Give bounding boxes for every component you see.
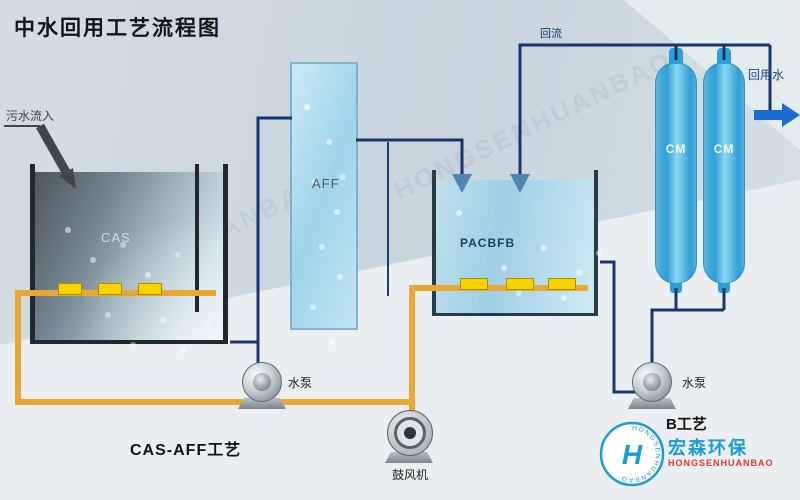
logo-name-cn: 宏森环保 — [668, 438, 748, 458]
water-pump-right — [628, 362, 676, 409]
pump-right-label: 水泵 — [682, 376, 707, 390]
pump-hub — [643, 373, 661, 391]
cm-column-top-cap — [717, 48, 731, 64]
bubbles — [65, 227, 71, 233]
water-pump-left — [238, 362, 286, 409]
reflux-label: 回流 — [540, 28, 562, 40]
reuse-water-label: 回用水 — [748, 68, 785, 82]
air-diffuser — [548, 278, 576, 290]
aff-filter-column: AFF — [290, 62, 358, 330]
cm-membrane-column-1: CM — [655, 48, 697, 293]
logo-ring — [599, 421, 665, 487]
bubbles — [304, 104, 310, 110]
cm-column-label: CM — [665, 142, 687, 156]
pump-hub — [253, 373, 271, 391]
process-caption-left: CAS-AFF工艺 — [130, 442, 242, 459]
inflow-label: 污水流入 — [6, 109, 55, 123]
logo-name-en: HONGSENHUANBAO — [668, 458, 774, 468]
cas-tank-label: CAS — [101, 230, 131, 245]
page-title: 中水回用工艺流程图 — [14, 17, 221, 40]
air-diffuser — [460, 278, 488, 290]
blower-base — [385, 452, 433, 463]
air-diffuser — [138, 283, 162, 295]
logo-badge: HONGSENHUANBAO H — [599, 421, 665, 487]
pump-body — [632, 362, 672, 402]
company-logo: HONGSENHUANBAO H — [598, 420, 666, 493]
pacbfb-tank-water: PACBFB — [436, 180, 594, 313]
pump-left-label: 水泵 — [288, 376, 313, 390]
cas-tank-baffle — [195, 164, 199, 312]
air-diffuser — [58, 283, 82, 295]
cm-membrane-column-2: CM — [703, 48, 745, 293]
blower-label: 鼓风机 — [392, 468, 429, 482]
cm-column-label: CM — [713, 142, 735, 156]
cas-tank: CAS — [30, 164, 228, 344]
cm-column-bottom-nozzle — [718, 283, 730, 293]
blower-core — [404, 427, 416, 439]
air-diffuser — [506, 278, 534, 290]
air-blower — [385, 410, 433, 463]
cm-column-top-cap — [669, 48, 683, 64]
pipe-pump2-to-cm-manifold — [650, 308, 724, 362]
aff-column-label: AFF — [312, 176, 340, 191]
logo-mark: H — [622, 439, 643, 470]
process-caption-right: B工艺 — [666, 416, 707, 433]
pacbfb-tank-label: PACBFB — [460, 236, 516, 250]
bubbles — [456, 210, 462, 216]
pacbfb-tank: PACBFB — [432, 170, 598, 316]
cm-column-bottom-nozzle — [670, 283, 682, 293]
air-diffuser — [98, 283, 122, 295]
pump-base — [628, 398, 676, 409]
